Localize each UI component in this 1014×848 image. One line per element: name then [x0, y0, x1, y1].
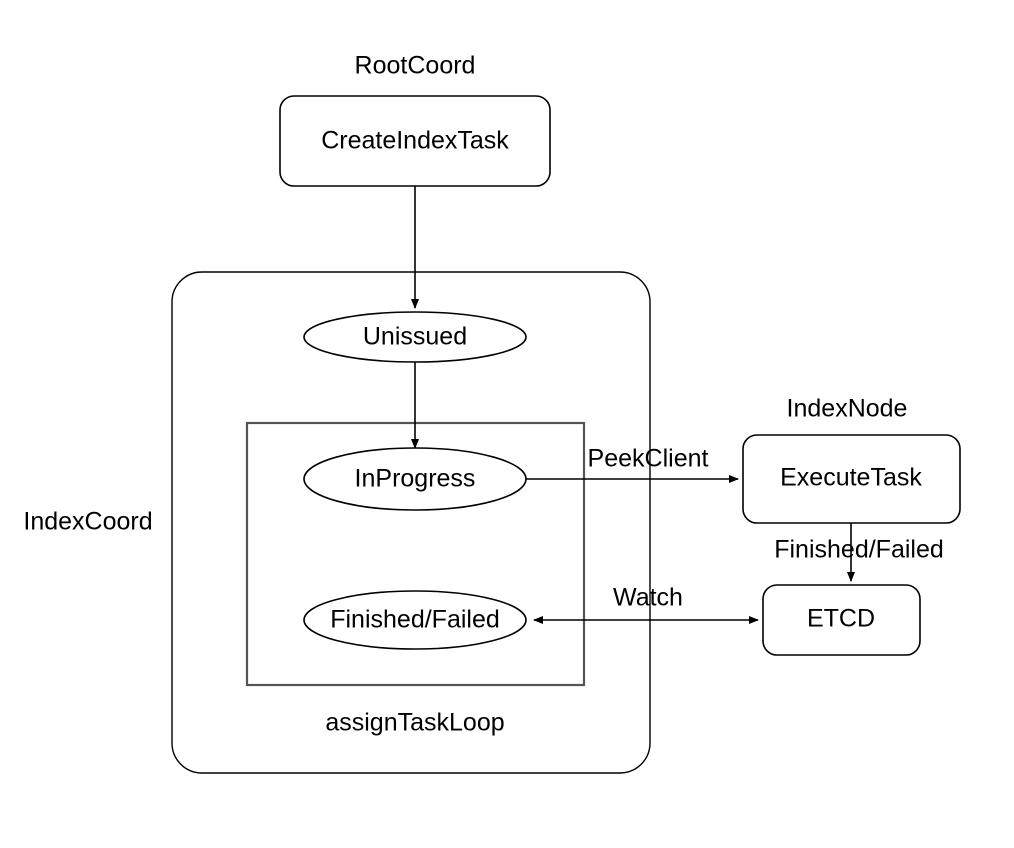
node-label-execute-task: ExecuteTask	[780, 464, 922, 492]
node-label-unissued: Unissued	[363, 323, 467, 351]
node-unissued[interactable]	[303, 311, 527, 363]
node-in-progress[interactable]	[303, 447, 527, 511]
node-label-in-progress: InProgress	[355, 465, 476, 493]
edge-label-watch: Watch	[613, 584, 683, 612]
node-create-index-task[interactable]	[279, 95, 551, 187]
node-finished-failed[interactable]	[303, 590, 527, 650]
node-etcd[interactable]	[762, 584, 921, 656]
group-indexcoord-boundary	[171, 271, 651, 774]
group-label-indexcoord: IndexCoord	[23, 508, 152, 536]
edge-label-peekclient: PeekClient	[588, 445, 709, 473]
node-execute-task[interactable]	[742, 434, 961, 524]
group-label-indexnode: IndexNode	[787, 395, 908, 423]
node-label-create-index-task: CreateIndexTask	[321, 127, 509, 155]
group-label-rootcoord: RootCoord	[355, 52, 476, 80]
edge-label-finished-failed: Finished/Failed	[774, 536, 944, 564]
group-label-assigntaskloop: assignTaskLoop	[325, 709, 504, 737]
node-label-etcd: ETCD	[807, 605, 875, 633]
node-label-finished-failed: Finished/Failed	[330, 606, 500, 634]
